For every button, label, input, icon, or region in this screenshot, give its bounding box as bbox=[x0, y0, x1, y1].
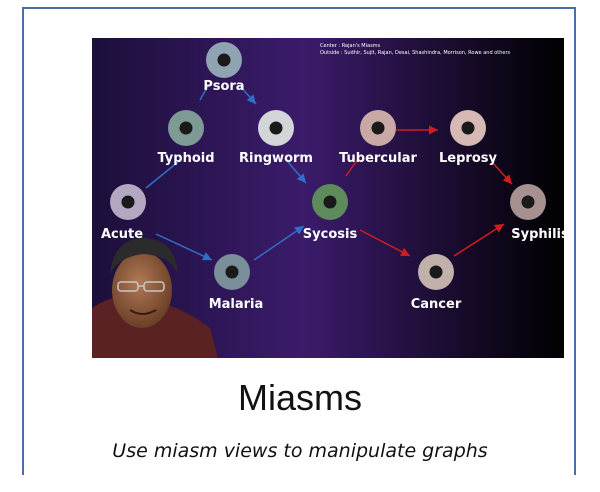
node-tubercular: Tubercular bbox=[339, 110, 417, 166]
card-title: Miasms bbox=[238, 377, 362, 418]
edge-acute-malaria bbox=[155, 233, 213, 261]
miasm-graph-image: Center : Rajan's Miasms Outside : Sudhir… bbox=[92, 38, 564, 358]
node-core-sycosis bbox=[323, 195, 337, 209]
miasm-graph-svg: Center : Rajan's Miasms Outside : Sudhir… bbox=[92, 38, 564, 358]
edge-malaria-sycosis bbox=[253, 225, 305, 261]
node-core-syphilis bbox=[521, 195, 535, 209]
node-core-typhoid bbox=[179, 121, 193, 135]
person-photo bbox=[92, 238, 218, 358]
node-malaria: Malaria bbox=[209, 254, 264, 312]
node-core-malaria bbox=[225, 265, 239, 279]
edge-leprosy-syphilis bbox=[491, 161, 513, 185]
node-leprosy: Leprosy bbox=[439, 110, 498, 166]
edge-sycosis-cancer bbox=[359, 229, 411, 257]
node-syphilis: Syphilis bbox=[510, 184, 564, 242]
node-psora: Psora bbox=[203, 42, 245, 94]
node-label-ringworm: Ringworm bbox=[239, 151, 313, 166]
node-core-psora bbox=[217, 53, 231, 67]
edge-psora-ringworm bbox=[239, 85, 257, 105]
edge-psora-typhoid bbox=[199, 85, 209, 101]
caption-line-1: Center : Rajan's Miasms bbox=[320, 43, 381, 49]
edge-ringworm-sycosis bbox=[287, 161, 307, 184]
node-label-sycosis: Sycosis bbox=[303, 227, 358, 242]
node-label-malaria: Malaria bbox=[209, 297, 264, 312]
node-label-psora: Psora bbox=[203, 79, 244, 94]
node-typhoid: Typhoid bbox=[157, 110, 215, 166]
edge-cancer-syphilis bbox=[453, 223, 505, 257]
node-label-typhoid: Typhoid bbox=[157, 151, 214, 166]
node-core-leprosy bbox=[461, 121, 475, 135]
card-subtitle: Use miasm views to manipulate graphs bbox=[112, 440, 488, 462]
node-acute: Acute bbox=[101, 184, 146, 242]
node-label-acute: Acute bbox=[101, 227, 143, 242]
node-core-tubercular bbox=[371, 121, 385, 135]
caption-line-2: Outside : Sudhir, Sujit, Rajan, Desai, S… bbox=[320, 50, 511, 56]
node-label-tubercular: Tubercular bbox=[339, 151, 417, 166]
node-label-leprosy: Leprosy bbox=[439, 151, 497, 166]
red-edges bbox=[345, 125, 513, 257]
node-core-cancer bbox=[429, 265, 443, 279]
edge-typhoid-acute bbox=[145, 161, 179, 189]
node-core-ringworm bbox=[269, 121, 283, 135]
node-cancer: Cancer bbox=[411, 254, 462, 312]
node-sycosis: Sycosis bbox=[303, 184, 358, 242]
node-label-syphilis: Syphilis bbox=[511, 227, 564, 242]
node-label-cancer: Cancer bbox=[411, 297, 462, 312]
node-ringworm: Ringworm bbox=[239, 110, 313, 166]
edge-sycosis-tubercular bbox=[345, 155, 361, 177]
node-core-acute bbox=[121, 195, 135, 209]
blue-edges bbox=[145, 85, 307, 261]
